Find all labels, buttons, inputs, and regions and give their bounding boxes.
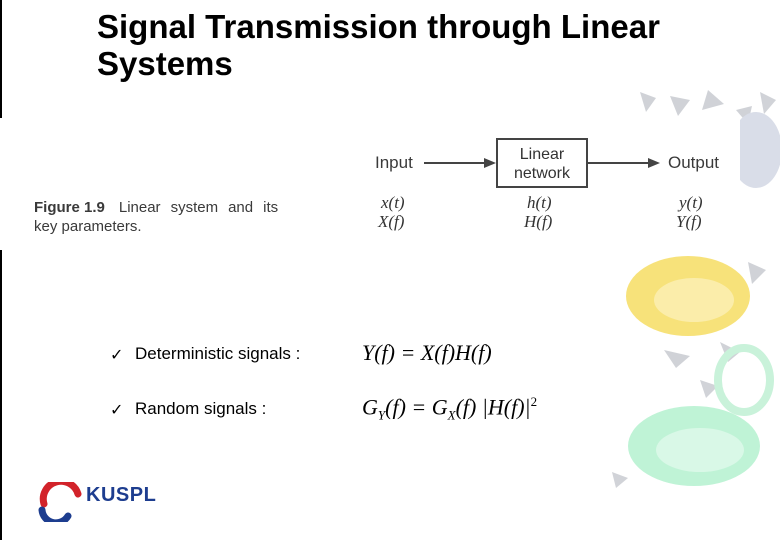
network-label-2: network xyxy=(513,165,571,182)
caption-word: Linear xyxy=(118,199,161,216)
output-freq-label: Y(f) xyxy=(676,212,702,231)
kuspl-logo-icon xyxy=(38,482,82,522)
figure-number: Figure 1.9 xyxy=(34,199,105,216)
output-time-label: y(t) xyxy=(679,193,703,212)
network-freq-label: H(f) xyxy=(524,212,553,231)
linear-network-box: Linear network xyxy=(496,138,588,188)
network-time-label: h(t) xyxy=(527,193,552,212)
network-label-1: Linear xyxy=(519,146,565,163)
caption-word: and xyxy=(228,199,254,216)
output-label: Output xyxy=(668,153,720,172)
check-icon: ✓ xyxy=(110,347,124,364)
check-icon: ✓ xyxy=(110,402,124,419)
logo-name: KUSPL xyxy=(86,484,157,506)
slide-title: Signal Transmission through Linear Syste… xyxy=(97,8,660,82)
equation-deterministic: Y(f) = X(f)H(f) xyxy=(362,340,492,365)
decor-yellow-inner xyxy=(654,278,734,322)
decor-mint-inner xyxy=(656,428,744,472)
bullet-random: Random signals : xyxy=(135,399,267,418)
decor-blue-cylinder xyxy=(730,112,780,188)
caption-word: its xyxy=(263,199,279,216)
input-time-label: x(t) xyxy=(381,193,405,212)
decor-mint-swirl xyxy=(714,344,774,416)
input-label: Input xyxy=(375,153,413,172)
bullet-deterministic: Deterministic signals : xyxy=(135,344,301,363)
left-border-line xyxy=(0,0,2,540)
figure-panel xyxy=(0,118,740,250)
input-freq-label: X(f) xyxy=(378,212,405,231)
caption-line-2: key parameters. xyxy=(34,218,142,235)
equation-random: GY(f) = GX(f) |H(f)|2 xyxy=(362,394,538,423)
caption-word: system xyxy=(170,199,219,216)
